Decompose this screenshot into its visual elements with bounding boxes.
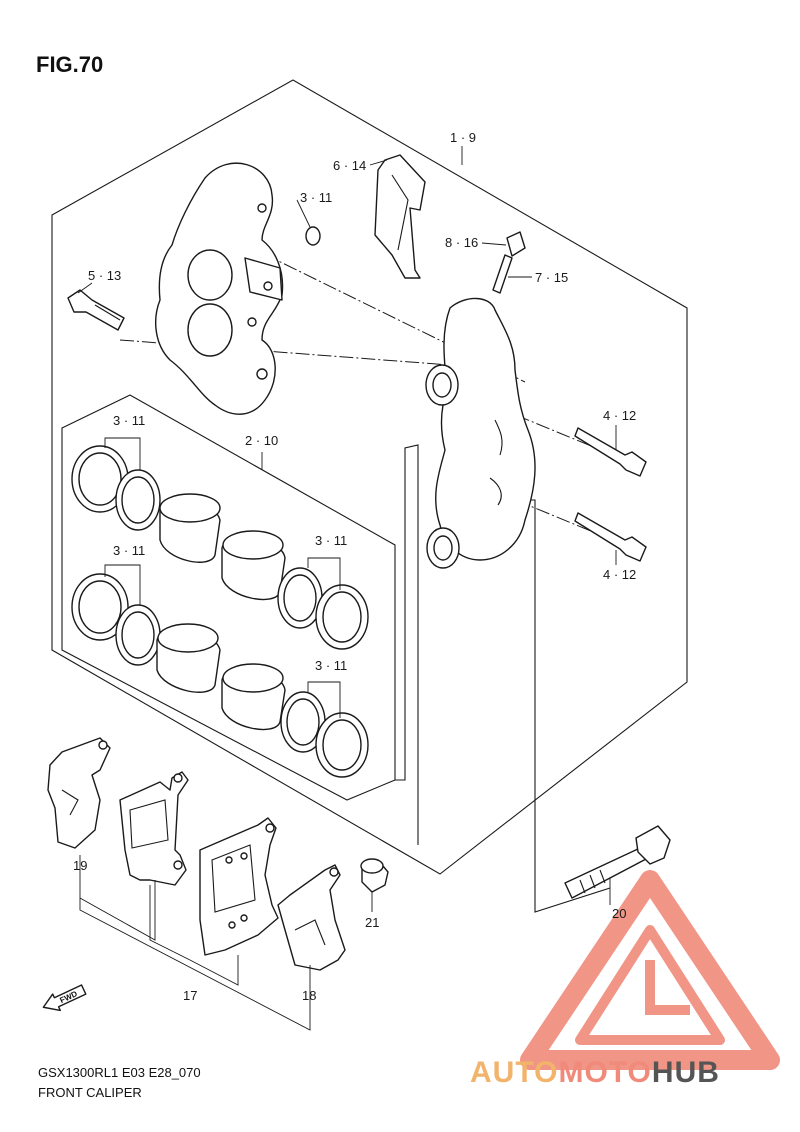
callout-pad-pin-lower: 4 · 12 (603, 567, 636, 582)
caliper-half-left[interactable] (155, 162, 284, 415)
watermark-text-moto: MOTO (558, 1056, 651, 1089)
bushing[interactable] (360, 858, 389, 893)
callout-spring: 6 · 14 (333, 158, 366, 173)
bleeder-valve[interactable] (492, 254, 513, 294)
callout-assembly: 1 · 9 (450, 130, 476, 145)
pad-shim-right[interactable] (277, 864, 346, 971)
seal-ring-5[interactable] (71, 573, 129, 641)
seal-ring-3[interactable] (277, 567, 323, 629)
leader-bleeder-cap (481, 242, 507, 246)
inner-frame (395, 444, 419, 845)
leader-shim-right (79, 898, 311, 1031)
caliper-half-right[interactable] (425, 297, 536, 569)
callout-pad-set: 17 (183, 988, 197, 1003)
washer[interactable] (305, 226, 321, 246)
seal-ring-2[interactable] (115, 469, 161, 531)
seal-ring-1[interactable] (71, 445, 129, 513)
pad-shim-left[interactable] (47, 737, 111, 849)
piston-2[interactable] (221, 530, 286, 601)
callout-seal-left-upper: 3 · 11 (113, 413, 145, 428)
leader-shim-left (79, 855, 156, 941)
watermark-logo (520, 870, 780, 1070)
seal-ring-4[interactable] (315, 584, 369, 650)
leader-pads (149, 885, 239, 986)
callout-mount-bolt: 20 (612, 906, 626, 921)
leader-seal-right-lower (307, 681, 341, 718)
seal-ring-7[interactable] (280, 691, 326, 753)
callout-caliper-bolt: 5 · 13 (88, 268, 121, 283)
piston-1[interactable] (159, 493, 221, 563)
model-code: GSX1300RL1 E03 E28_070 (38, 1065, 201, 1080)
figure-title: FIG.70 (36, 52, 103, 77)
seal-ring-6[interactable] (115, 604, 161, 666)
callout-shim-left: 19 (73, 858, 87, 873)
figure-caption: FRONT CALIPER (38, 1085, 142, 1100)
watermark-text-hub: HUB (652, 1056, 720, 1089)
piston-4[interactable] (221, 663, 286, 731)
watermark-text-auto: AUTO (470, 1056, 558, 1089)
leader-washer (296, 199, 311, 228)
callout-seal-left-lower: 3 · 11 (113, 543, 145, 558)
assembly-outline (51, 79, 688, 875)
bleeder-cap[interactable] (506, 231, 526, 257)
mount-bolt[interactable] (564, 825, 671, 899)
callout-pad-pin-upper: 4 · 12 (603, 408, 636, 423)
callout-washer: 3 · 11 (300, 190, 332, 205)
callout-shim-right: 18 (302, 988, 316, 1003)
pad-spring[interactable] (374, 154, 426, 279)
callout-piston: 2 · 10 (245, 433, 278, 448)
brake-pad-2[interactable] (199, 817, 279, 956)
pad-pin-lower[interactable] (574, 512, 647, 562)
brake-pad-1[interactable] (119, 771, 189, 886)
pad-pin-upper[interactable] (574, 427, 647, 477)
watermark-text: AUTOMOTOHUB (470, 1056, 720, 1089)
fwd-arrow: FWD (42, 984, 87, 1012)
leader-seal-left-upper (104, 437, 141, 470)
inner-frame-right (530, 499, 611, 913)
piston-3[interactable] (156, 623, 221, 693)
leader-spring (369, 159, 388, 166)
callout-bleeder-valve: 7 · 15 (535, 270, 568, 285)
leader-seal-left-lower (104, 564, 141, 605)
callout-seal-right-upper: 3 · 11 (315, 533, 347, 548)
seal-ring-8[interactable] (315, 712, 369, 778)
leader-seal-right-upper (307, 557, 341, 590)
caliper-bolt[interactable] (67, 289, 125, 331)
callout-bleeder-cap: 8 · 16 (445, 235, 478, 250)
callout-seal-right-lower: 3 · 11 (315, 658, 347, 673)
callout-bushing: 21 (365, 915, 379, 930)
leader-caliper-bolt (77, 282, 93, 294)
